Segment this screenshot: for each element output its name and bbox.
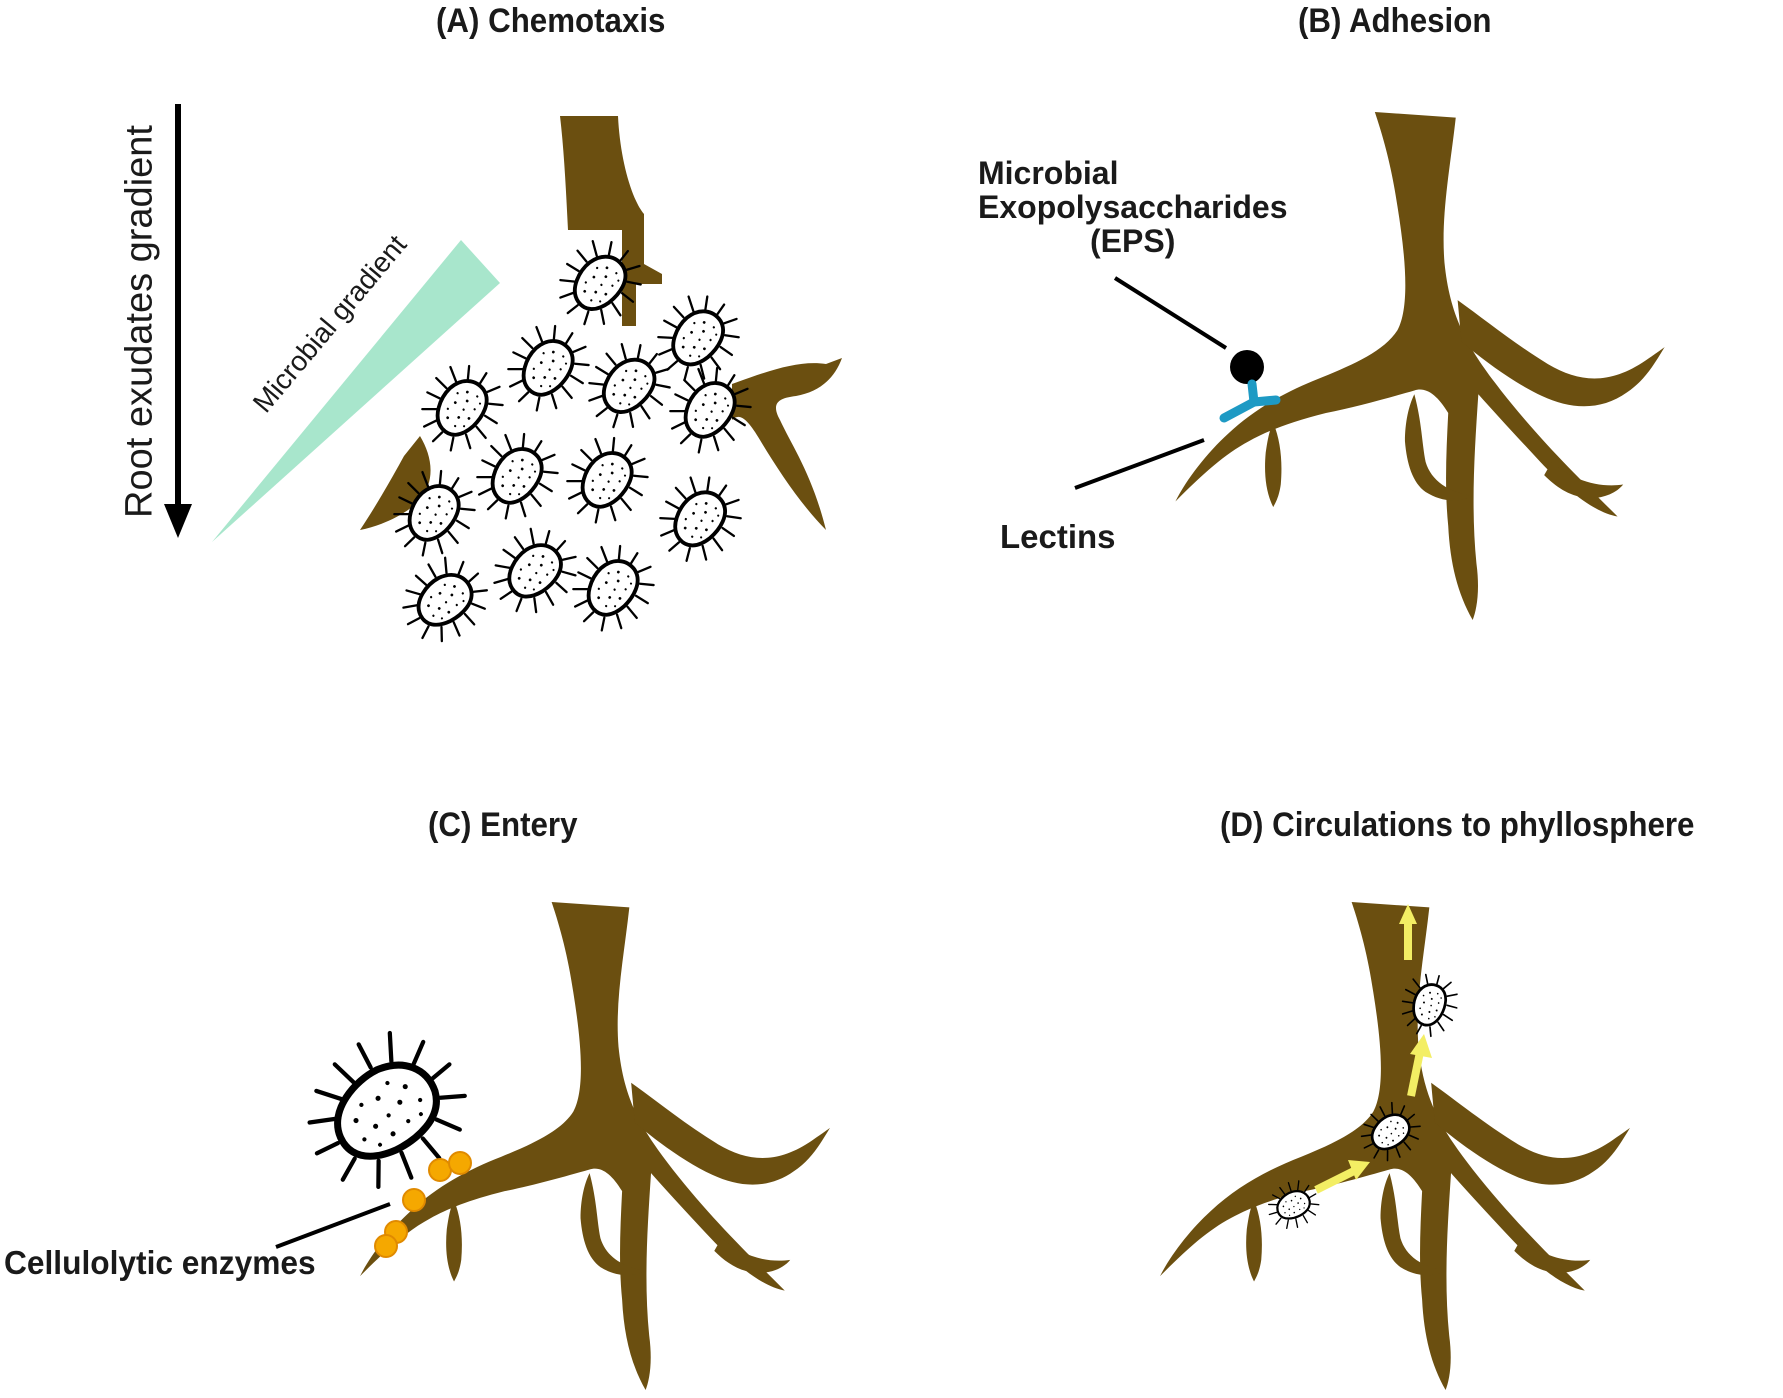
panel-c-diagram bbox=[275, 902, 830, 1390]
bacterium-icon bbox=[476, 512, 594, 631]
panel-a-title: (A) Chemotaxis bbox=[436, 2, 666, 40]
bacterium-icon bbox=[556, 530, 670, 647]
panel-c-title: (C) Entery bbox=[428, 806, 578, 844]
enzyme-dot-icon bbox=[428, 1158, 452, 1182]
microbial-gradient-wedge bbox=[212, 240, 500, 542]
lectins-label: Lectins bbox=[1000, 518, 1116, 555]
bacterium-icon bbox=[550, 422, 664, 539]
root-exudates-gradient-label: Root exudates gradient bbox=[118, 125, 161, 518]
flow-arrows bbox=[1314, 904, 1432, 1194]
eps-ball-icon bbox=[1230, 350, 1264, 384]
enzyme-dot-icon bbox=[402, 1188, 426, 1212]
bacterium-icon bbox=[570, 327, 687, 446]
bacterium-icon bbox=[460, 418, 574, 535]
panel-d-title: (D) Circulations to phyllosphere bbox=[1220, 806, 1695, 844]
eps-leader-line bbox=[1113, 276, 1228, 350]
bacterium-icon bbox=[642, 460, 757, 579]
flow-arrow-icon bbox=[1399, 904, 1417, 960]
lectin-leader-line bbox=[1074, 438, 1205, 490]
bacterium-icon bbox=[491, 310, 605, 427]
lectin-y-icon bbox=[1219, 379, 1281, 423]
enzyme-leader-line bbox=[275, 1202, 391, 1249]
eps-label-line-1: Microbial bbox=[978, 155, 1119, 191]
eps-label-line-2: Exopolysaccharides bbox=[978, 189, 1288, 225]
panel-d-diagram bbox=[1160, 902, 1630, 1390]
flow-arrow-icon bbox=[1407, 1034, 1432, 1097]
cellulolytic-enzymes-label: Cellulolytic enzymes bbox=[4, 1244, 316, 1281]
eps-label: Microbial Exopolysaccharides (EPS) bbox=[978, 156, 1287, 258]
bacterium-icon bbox=[385, 542, 504, 660]
enzyme-dots bbox=[374, 1151, 472, 1258]
eps-label-line-3: (EPS) bbox=[1090, 223, 1176, 259]
arrow-down-icon bbox=[164, 104, 192, 538]
panel-b-diagram bbox=[1074, 112, 1665, 620]
enzyme-dot-icon bbox=[374, 1234, 398, 1258]
root-icon bbox=[560, 116, 662, 284]
panel-a-diagram bbox=[164, 104, 842, 660]
flow-arrow-icon bbox=[1314, 1160, 1370, 1194]
panel-b-title: (B) Adhesion bbox=[1298, 2, 1492, 40]
bacterium-icon bbox=[640, 279, 755, 398]
enzyme-dot-icon bbox=[448, 1151, 472, 1175]
